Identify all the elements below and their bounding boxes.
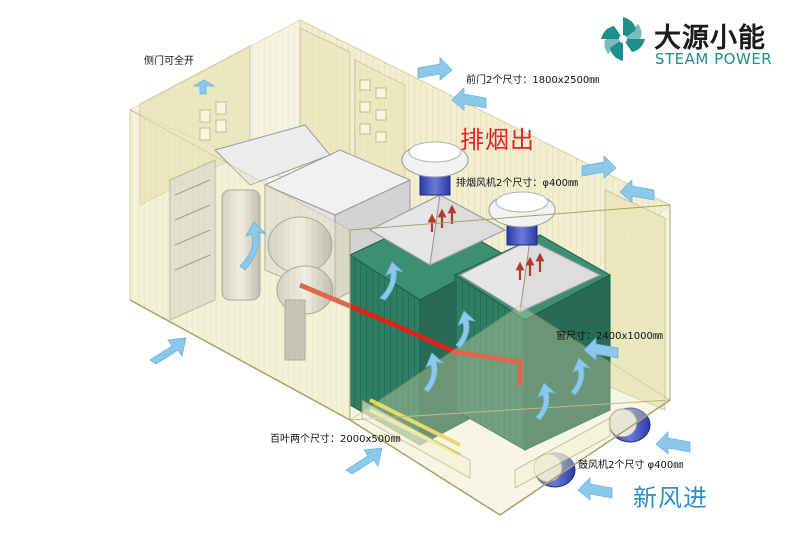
label-exhaust-fan: 排烟风机2个尺寸：φ400㎜ (456, 178, 579, 189)
airflow-arrow-icon (149, 57, 691, 501)
label-exhaust-out: 排烟出 (460, 126, 535, 154)
steam-power-logo-icon (601, 17, 645, 61)
label-window: 窗尺寸：2400x1000㎜ (556, 331, 663, 342)
label-front-door: 前门2个尺寸：1800x2500㎜ (466, 75, 600, 86)
flue-pipe-red (299, 282, 523, 385)
brand-name-en: STEAM POWER (655, 50, 773, 68)
brand-name-cn: 大源小能 (654, 23, 766, 54)
brand-logo: 大源小能 STEAM POWER (598, 14, 788, 70)
label-louver: 百叶两个尺寸：2000x500㎜ (270, 434, 401, 445)
label-side-door: 侧门可全开 (144, 56, 194, 67)
container-front (129, 109, 671, 516)
label-blower: 鼓风机2个尺寸 φ400㎜ (578, 460, 684, 471)
label-fresh-air-in: 新风进 (633, 484, 708, 512)
exhaust-arrow-icon (427, 204, 545, 280)
